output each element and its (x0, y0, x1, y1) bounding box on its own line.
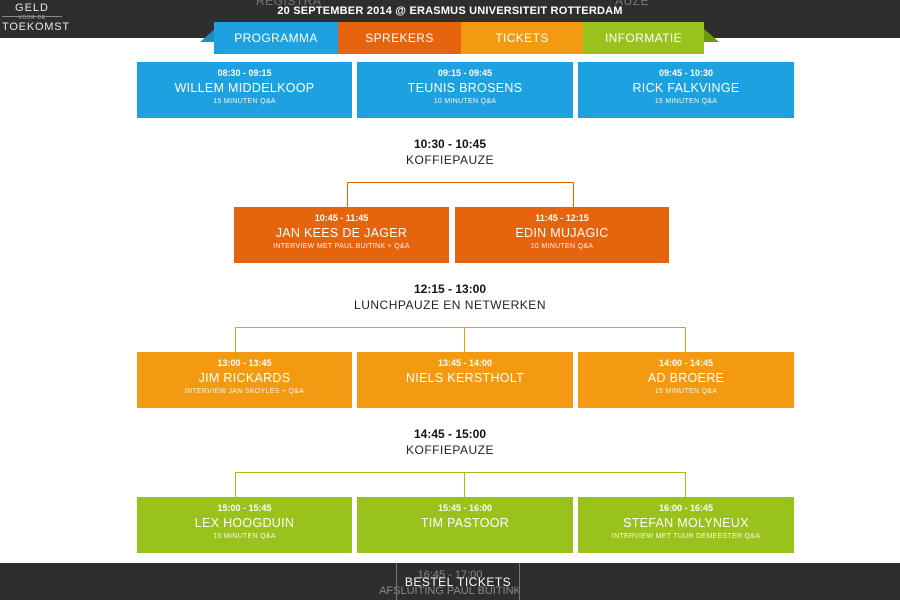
session-time: 15:45 - 16:00 (437, 503, 493, 513)
session-subtitle: Interview Jan Skoyles + Q&A (184, 388, 305, 395)
session-subtitle: Interview met Paul Buitink + Q&A (273, 243, 410, 250)
session-time: 13:45 - 14:00 (437, 358, 493, 368)
nav-informatie[interactable]: INFORMATIE (583, 22, 704, 54)
session-card-jan-kees-de-jager[interactable]: 10:45 - 11:45 Jan Kees de Jager Intervie… (234, 207, 449, 263)
session-subtitle: 15 minuten Q&A (213, 98, 276, 105)
speaker-name: Tim Pastoor (420, 516, 510, 530)
main-nav: PROGRAMMA SPREKERS TICKETS INFORMATIE (214, 22, 704, 54)
session-time: 15:00 - 15:45 (217, 503, 272, 513)
nav-tickets[interactable]: TICKETS (461, 22, 583, 54)
logo-line-2: VOOR DE (18, 15, 46, 21)
speaker-name: Niels Kerstholt (405, 371, 525, 385)
session-time: 08:30 - 09:15 (217, 68, 272, 78)
session-time: 14:00 - 14:45 (658, 358, 714, 368)
session-subtitle: 15 minuten Q&A (654, 388, 718, 395)
speaker-name: Lex Hoogduin (194, 516, 295, 530)
faded-text-right: AUZE (615, 0, 650, 8)
timeline-connector (235, 327, 686, 328)
speaker-name: Willem Middelkoop (174, 81, 315, 95)
session-subtitle: Interview met Tuur Demeester Q&A (611, 533, 761, 540)
logo-line-1: GELD (15, 2, 49, 14)
faded-text-left: REGISTRA (256, 0, 322, 8)
closing-session-label: AFSLUITING PAUL BUITINK (379, 585, 521, 597)
session-time: 16:00 - 16:45 (658, 503, 714, 513)
logo-line-3: TOEKOMST (2, 21, 70, 33)
timeline-connector (464, 327, 465, 352)
session-card-jim-rickards[interactable]: 13:00 - 13:45 Jim Rickards Interview Jan… (137, 352, 352, 408)
break-time: 14:45 - 15:00 (413, 427, 487, 441)
break-time: 12:15 - 13:00 (413, 282, 487, 296)
break-label: Koffiepauze (406, 443, 494, 457)
session-time: 09:15 - 09:45 (437, 68, 493, 78)
timeline-connector (347, 182, 348, 207)
session-card-teunis-brosens[interactable]: 09:15 - 09:45 Teunis Brosens 10 minuten … (357, 62, 573, 118)
session-time: 11:45 - 12:15 (535, 213, 589, 223)
session-card-rick-falkvinge[interactable]: 09:45 - 10:30 Rick Falkvinge 15 minuten … (578, 62, 794, 118)
session-subtitle: 10 minuten Q&A (530, 243, 594, 250)
session-subtitle: 15 minuten Q&A (213, 533, 276, 540)
timeline-connector (347, 182, 574, 183)
session-card-stefan-molyneux[interactable]: 16:00 - 16:45 Stefan Molyneux Interview … (578, 497, 794, 553)
session-card-lex-hoogduin[interactable]: 15:00 - 15:45 Lex Hoogduin 15 minuten Q&… (137, 497, 352, 553)
session-card-ad-broere[interactable]: 14:00 - 14:45 Ad Broere 15 minuten Q&A (578, 352, 794, 408)
ribbon-tail-right (703, 28, 719, 42)
closing-session-time: 16:45 - 17:00 (417, 569, 483, 581)
nav-sprekers[interactable]: SPREKERS (338, 22, 461, 54)
speaker-name: Edin Mujagic (515, 226, 609, 240)
break-time: 10:30 - 10:45 (413, 137, 487, 151)
bestel-tickets-button[interactable]: BESTEL TICKETS (396, 563, 520, 600)
timeline-connector (573, 182, 574, 207)
speaker-name: Jim Rickards (198, 371, 291, 385)
session-card-niels-kerstholt[interactable]: 13:45 - 14:00 Niels Kerstholt (357, 352, 573, 408)
timeline-connector (235, 472, 686, 473)
break-label: Lunchpauze en netwerken (354, 298, 546, 312)
logo[interactable]: GELD VOOR DE TOEKOMST (2, 2, 70, 36)
ribbon-tail-left (200, 28, 216, 42)
speaker-name: Ad Broere (647, 371, 725, 385)
session-card-tim-pastoor[interactable]: 15:45 - 16:00 Tim Pastoor (357, 497, 573, 553)
nav-programma[interactable]: PROGRAMMA (214, 22, 338, 54)
speaker-name: Stefan Molyneux (623, 516, 749, 530)
speaker-name: Jan Kees de Jager (275, 226, 408, 240)
speaker-name: Teunis Brosens (407, 81, 523, 95)
session-subtitle: 15 minuten Q&A (654, 98, 718, 105)
timeline-connector (235, 472, 236, 497)
timeline-connector (685, 472, 686, 497)
timeline-connector (685, 327, 686, 352)
session-card-willem-middelkoop[interactable]: 08:30 - 09:15 Willem Middelkoop 15 minut… (137, 62, 352, 118)
break-label: Koffiepauze (406, 153, 494, 167)
bottom-bar: 16:45 - 17:00 AFSLUITING PAUL BUITINK BE… (0, 563, 900, 600)
session-card-edin-mujagic[interactable]: 11:45 - 12:15 Edin Mujagic 10 minuten Q&… (455, 207, 669, 263)
timeline-connector (464, 472, 465, 497)
speaker-name: Rick Falkvinge (632, 81, 740, 95)
event-date-location: 20 SEPTEMBER 2014 @ ERASMUS UNIVERSITEIT… (277, 5, 623, 17)
session-subtitle: 10 minuten Q&A (433, 98, 497, 105)
session-time: 09:45 - 10:30 (658, 68, 714, 78)
timeline-connector (235, 327, 236, 352)
session-time: 10:45 - 11:45 (314, 213, 369, 223)
logo-rule (2, 16, 62, 17)
session-time: 13:00 - 13:45 (217, 358, 272, 368)
